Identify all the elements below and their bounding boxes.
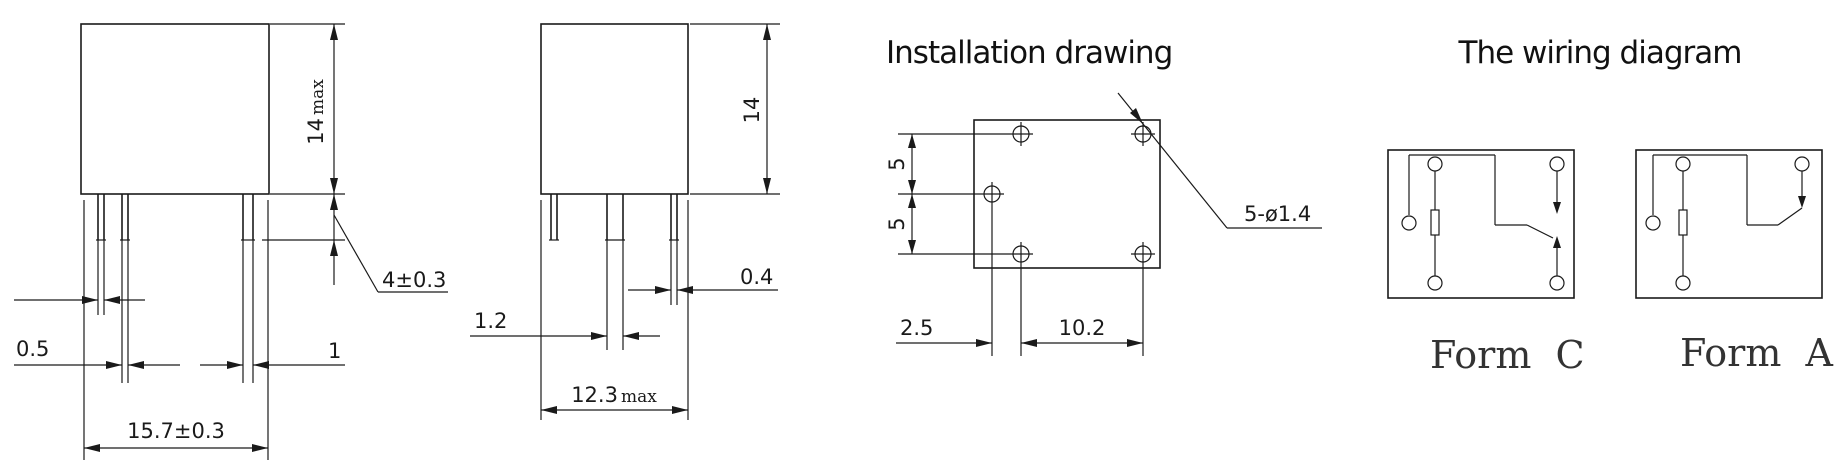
wiring-diagram: The wiring diagram Form C <box>1387 35 1834 377</box>
installation-title: Installation drawing <box>886 35 1172 71</box>
body-width-label: 15.7±0.3 <box>127 419 225 443</box>
offset-x-label: 2.5 <box>900 316 933 340</box>
pitch-upper-label: 5 <box>885 157 909 170</box>
front-view: 14max 4±0.3 0.5 1 15.7±0.3 <box>14 23 448 460</box>
pitch-lower-label: 5 <box>885 217 909 230</box>
side-pin-width-label: 1.2 <box>474 309 507 333</box>
relay-body-side <box>540 23 689 195</box>
wiring-title: The wiring diagram <box>1458 35 1742 71</box>
hole <box>980 182 1004 206</box>
pin-offset-label: 4±0.3 <box>382 268 446 292</box>
height-max-label: 14max <box>304 79 328 145</box>
hole <box>1009 122 1033 146</box>
side-pins <box>549 194 679 241</box>
pin-width-label: 1 <box>328 339 341 363</box>
form-c-label: Form C <box>1430 333 1585 377</box>
side-height-label: 14 <box>740 97 764 124</box>
front-pins <box>96 194 255 241</box>
installation-drawing: Installation drawing 5 5 5-ø1.4 <box>885 35 1322 356</box>
form-c-schematic <box>1387 149 1575 299</box>
form-a-schematic <box>1635 149 1823 299</box>
form-a-label: Form A <box>1680 331 1834 375</box>
mounting-holes <box>980 122 1155 266</box>
side-pin-thickness-label: 0.4 <box>740 265 773 289</box>
pitch-x-label: 10.2 <box>1059 316 1106 340</box>
relay-body-front <box>80 23 270 195</box>
hole-spec-label: 5-ø1.4 <box>1244 202 1311 226</box>
hole <box>1131 242 1155 266</box>
pin-thickness-label: 0.5 <box>16 337 49 361</box>
hole <box>1009 242 1033 266</box>
